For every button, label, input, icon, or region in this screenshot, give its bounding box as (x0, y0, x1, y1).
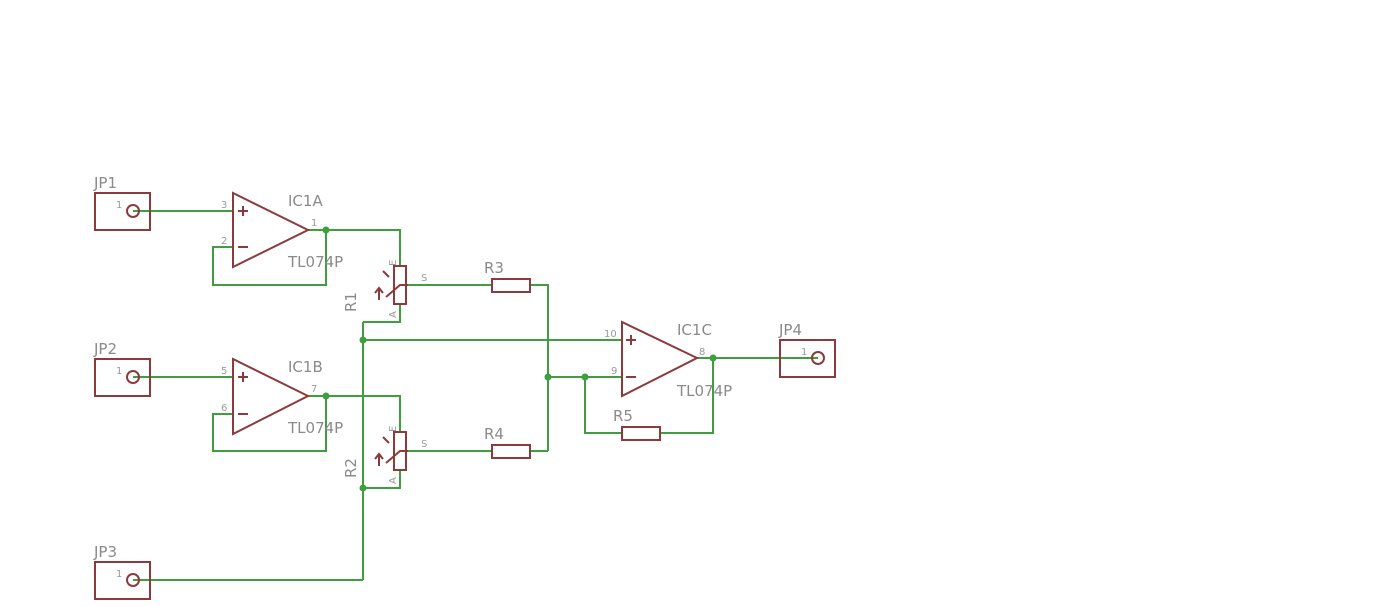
pin-label: 8 (699, 347, 705, 358)
opamp-value: TL074P (676, 382, 732, 400)
junction-dot (359, 336, 367, 344)
wire-ic1b-out (308, 395, 401, 432)
resistor-name: R4 (484, 425, 504, 443)
junctions (322, 226, 717, 492)
pin-label: A (388, 311, 399, 318)
pin-label: 7 (311, 384, 317, 395)
connector-jp1[interactable]: 1 JP1 (93, 174, 151, 231)
resistor-r5[interactable]: R5 (613, 407, 661, 441)
opamp-name: IC1C (677, 321, 712, 339)
pin-label: 1 (311, 218, 317, 229)
resistor-name: R3 (484, 259, 504, 277)
wire-r1-a (363, 304, 401, 323)
opamp-value: TL074P (287, 419, 343, 437)
resistor-name: R5 (613, 407, 633, 425)
connector-pin-label: 1 (116, 569, 122, 580)
connector-label: JP1 (93, 174, 117, 192)
wire-r5-feedback (584, 377, 622, 434)
wires (133, 210, 818, 581)
pin-label: 5 (221, 366, 227, 377)
connector-pin-label: 1 (116, 200, 122, 211)
pin-label: E (388, 426, 399, 432)
junction-dot (359, 484, 367, 492)
connector-jp2[interactable]: 1 JP2 (93, 340, 151, 397)
pin-label: 2 (221, 236, 227, 247)
opamp-ic1b[interactable]: 5 6 7 IC1B TL074P (221, 357, 343, 437)
wire-r2-a (363, 470, 401, 489)
opamp-name: IC1A (288, 192, 323, 210)
potentiometer-r2[interactable]: E A S R2 (342, 426, 427, 484)
wire-ic1a-feedback (212, 230, 327, 286)
wire-ic1a-out (308, 229, 401, 266)
pin-label: 3 (221, 200, 227, 211)
pin-label: S (421, 273, 427, 284)
junction-dot (709, 354, 717, 362)
potentiometer-r1[interactable]: E A S R1 (342, 260, 427, 318)
wire-r3-sum (530, 284, 549, 451)
junction-dot (544, 373, 552, 381)
wire-r5-out (660, 358, 714, 434)
potentiometer-name: R1 (342, 292, 360, 312)
wire-ic1b-feedback (212, 396, 327, 452)
pin-label: S (421, 439, 427, 450)
opamp-value: TL074P (287, 253, 343, 271)
junction-dot (581, 373, 589, 381)
opamp-ic1a[interactable]: 3 2 1 IC1A TL074P (221, 191, 343, 271)
pin-label: 10 (604, 329, 617, 340)
pin-label: E (388, 260, 399, 266)
resistor-r4[interactable]: R4 (484, 425, 531, 459)
pin-label: 6 (221, 403, 227, 414)
pin-label: 9 (611, 366, 617, 377)
connector-pin-label: 1 (801, 347, 807, 358)
connector-label: JP4 (778, 321, 802, 339)
connector-label: JP2 (93, 340, 117, 358)
junction-dot (322, 226, 330, 234)
connector-label: JP3 (93, 543, 117, 561)
potentiometer-name: R2 (342, 458, 360, 478)
pin-label: A (388, 477, 399, 484)
connector-pin-label: 1 (116, 366, 122, 377)
connector-jp3[interactable]: 1 JP3 (93, 543, 151, 600)
opamp-name: IC1B (288, 358, 323, 376)
connector-jp4[interactable]: 1 JP4 (778, 321, 836, 378)
opamp-ic1c[interactable]: 10 9 8 IC1C TL074P (604, 320, 732, 400)
junction-dot (322, 392, 330, 400)
resistor-r3[interactable]: R3 (484, 259, 531, 293)
